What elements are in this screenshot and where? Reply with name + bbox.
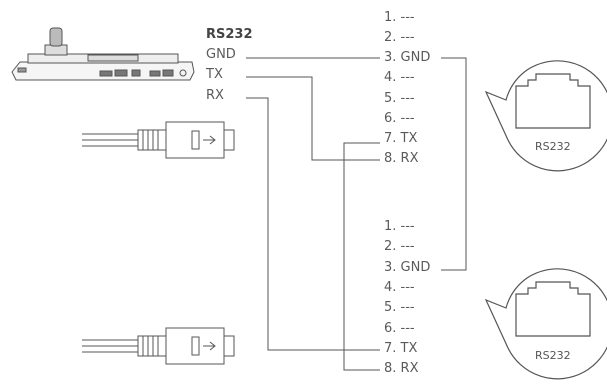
rx-wire-controller <box>246 97 380 351</box>
tx-wire <box>246 76 380 161</box>
gnd-wire-bridge <box>441 57 467 271</box>
lower-pin-6: 6. --- <box>384 321 415 336</box>
upper-pin-5: 5. --- <box>384 91 415 106</box>
upper-cable-connector <box>82 121 235 159</box>
wires <box>246 57 467 371</box>
upper-pin-3: 3. GND <box>384 50 431 65</box>
cross-wire-upper <box>343 142 380 371</box>
lower-pin-5: 5. --- <box>384 300 415 315</box>
controller-signal-gnd: GND <box>206 47 236 62</box>
upper-pin-8: 8. RX <box>384 151 419 166</box>
upper-port-label: RS232 <box>535 140 571 153</box>
lower-cable-connector <box>82 327 235 365</box>
lower-port-label: RS232 <box>535 349 571 362</box>
controller-signal-rx: RX <box>206 88 224 103</box>
lower-pin-2: 2. --- <box>384 239 415 254</box>
lower-pin-8: 8. RX <box>384 361 419 376</box>
upper-pin-4: 4. --- <box>384 70 415 85</box>
upper-pin-1: 1. --- <box>384 10 415 25</box>
upper-pin-7: 7. TX <box>384 131 418 146</box>
upper-pin-6: 6. --- <box>384 111 415 126</box>
controller-signal-tx: TX <box>206 67 223 82</box>
upper-rj45-port-bubble <box>484 60 607 172</box>
controller-port-title: RS232 <box>206 27 253 42</box>
keyboard-controller-image <box>11 27 195 81</box>
lower-rj45-port-bubble <box>484 268 607 380</box>
lower-pin-4: 4. --- <box>384 280 415 295</box>
upper-pin-2: 2. --- <box>384 30 415 45</box>
lower-pin-3: 3. GND <box>384 260 431 275</box>
lower-pin-1: 1. --- <box>384 219 415 234</box>
lower-pin-7: 7. TX <box>384 341 418 356</box>
